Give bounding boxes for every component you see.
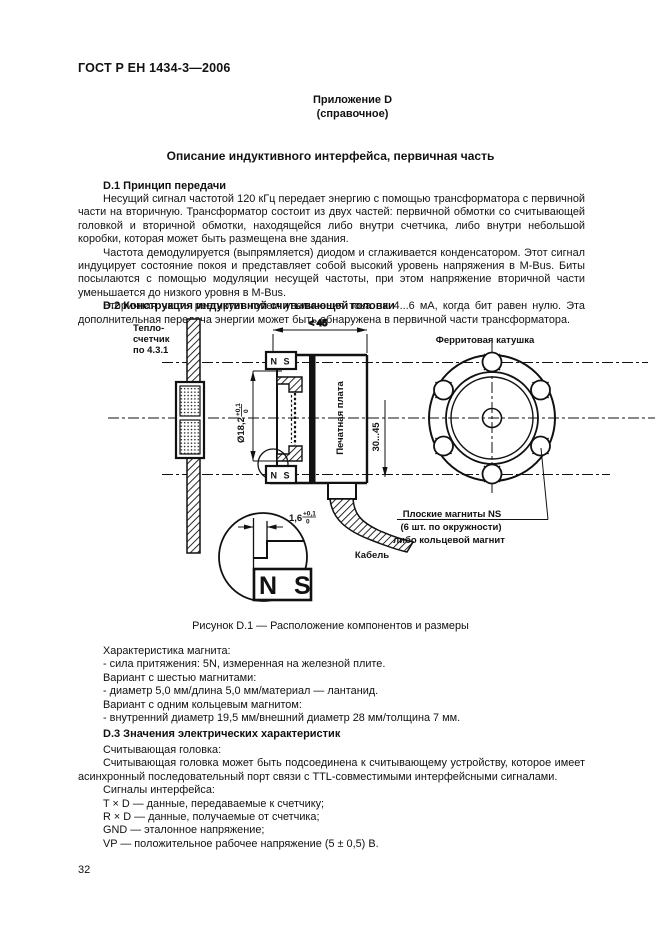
svg-text:Плоские магниты NS: Плоские магниты NS	[403, 509, 502, 520]
list-item: T × D — данные, передаваемые к счетчику;	[103, 797, 325, 810]
dim-depth-text: 30...45	[371, 422, 382, 452]
svg-text:либо кольцевой магнит: либо кольцевой магнит	[393, 535, 505, 546]
magnet-characteristics: Характеристика магнита: - сила притяжени…	[78, 645, 585, 725]
section-d3-body: Считывающая головка: Считывающая головка…	[78, 744, 585, 851]
paragraph: Частота демодулируется (выпрямляется) ди…	[78, 246, 585, 299]
annex-label: Приложение D	[312, 94, 393, 106]
section-d2-heading: D.2 Конструкция индуктивной считывающей …	[103, 300, 395, 312]
list-item: VP — положительное рабочее напряжение (5…	[103, 837, 379, 850]
page-number: 32	[78, 864, 91, 876]
section-d1-body: Несущий сигнал частотой 120 кГц передает…	[78, 193, 585, 327]
section-d3-heading: D.3 Значения электрических характеристик	[103, 728, 341, 740]
heat-meter-label: Тепло- счетчик по 4.3.1	[133, 323, 170, 356]
page-title: Описание индуктивного интерфейса, первич…	[166, 149, 495, 163]
figure-cable-connector	[327, 482, 357, 500]
list-item: GND — эталонное напряжение;	[103, 824, 265, 837]
figure-pcb-bar	[309, 356, 316, 482]
paragraph: Считывающая головка может быть подсоедин…	[78, 757, 585, 783]
dim-width-text: < 45	[309, 318, 328, 329]
dim-diameter-tol-plus: +0,1	[235, 403, 242, 416]
paragraph: Вторичная часть реагирует путем увеличен…	[78, 300, 585, 326]
dimension-diameter: Ø18,2 +0,1 0	[235, 370, 282, 462]
list-item: Вариант с одним кольцевым магнитом:	[103, 698, 302, 711]
list-item: - диаметр 5,0 мм/длина 5,0 мм/материал —…	[103, 685, 379, 698]
figure-d1: N S N S < 45 Ø18,2 +0,1 0	[108, 318, 655, 602]
figure-ns-boxes: N S N S	[264, 350, 298, 485]
list-item: R × D — данные, получаемые от счетчика;	[103, 811, 320, 824]
dim-gap-tol-zero: 0	[306, 519, 310, 526]
pcb-label: Печатная плата	[335, 381, 346, 455]
list-item: - сила притяжения: 5N, измеренная на жел…	[103, 658, 386, 671]
ns-label-detail: N S	[259, 572, 316, 600]
dim-diameter-text: Ø18,2	[236, 417, 247, 443]
reading-head-label: Считывающая головка:	[103, 744, 222, 756]
dim-diameter-tol-zero: 0	[243, 409, 250, 413]
svg-text:Тепло-: Тепло-	[133, 323, 164, 334]
figure-cable	[329, 498, 415, 553]
signals-label: Сигналы интерфейса:	[103, 784, 215, 797]
dim-gap-text: 1,6	[289, 513, 302, 524]
document-header: ГОСТ Р ЕН 1434-3—2006	[78, 61, 231, 75]
dimension-width: < 45	[272, 318, 368, 353]
svg-text:по 4.3.1: по 4.3.1	[133, 345, 169, 356]
figure-head-body	[257, 353, 415, 553]
annex-kind: (справочное)	[316, 107, 389, 120]
figure-coil-block	[174, 380, 206, 460]
list-item: - внутренний диаметр 19,5 мм/внешний диа…	[103, 712, 461, 725]
figure-caption: Рисунок D.1 — Расположение компонентов и…	[192, 620, 469, 632]
svg-text:счетчик: счетчик	[133, 334, 170, 345]
section-d1-heading: D.1 Принцип передачи	[103, 180, 227, 192]
ferrite-coil-label: Ферритовая катушка	[436, 335, 535, 346]
list-item: Характеристика магнита:	[103, 645, 231, 657]
annex-block: Приложение D (справочное)	[44, 94, 661, 121]
dimension-depth: 30...45	[371, 400, 388, 477]
magnets-callout: Плоские магниты NS (6 шт. по окружности)…	[393, 447, 549, 546]
paragraph: Несущий сигнал частотой 120 кГц передает…	[78, 193, 585, 246]
ns-label-top: N S	[270, 357, 291, 367]
ns-label-bottom: N S	[270, 471, 291, 481]
dim-gap-tol-plus: +0,1	[303, 511, 316, 518]
figure-detail-view: 1,6 +0,1 0 N S	[218, 511, 316, 602]
magnet-symbols	[433, 351, 551, 485]
figure-front-view	[428, 351, 556, 485]
svg-text:(6 шт. по окружности): (6 шт. по окружности)	[400, 522, 501, 533]
list-item: Вариант с шестью магнитами:	[103, 671, 257, 684]
cable-label: Кабель	[355, 550, 389, 561]
